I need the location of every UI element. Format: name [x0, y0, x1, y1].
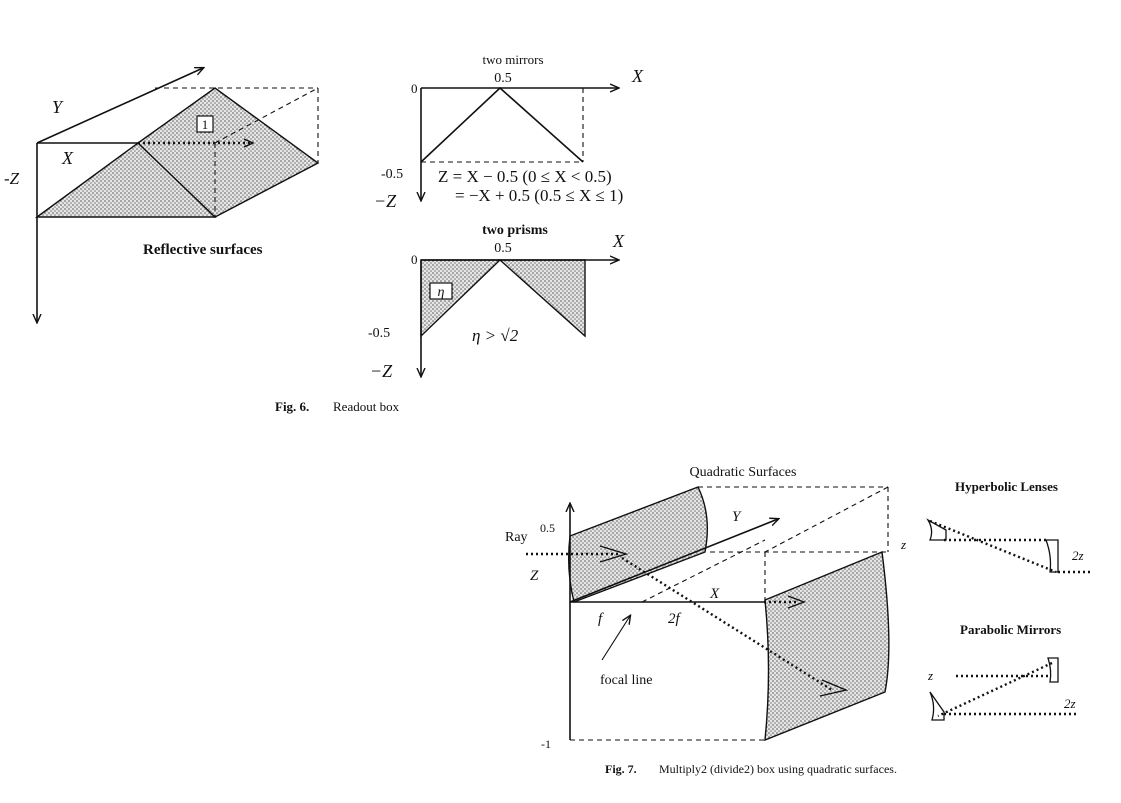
- parabolic-mirrors-diagram: Parabolic Mirrors z 2z: [927, 622, 1078, 721]
- fig7-caption-number: Fig. 7.: [605, 762, 637, 776]
- mirrors-equation-1: Z = X − 0.5 (0 ≤ X < 0.5): [438, 167, 612, 186]
- y-axis-label: Y: [52, 97, 64, 117]
- prism-label: η: [438, 285, 445, 300]
- mirrors-mid-tick: 0.5: [494, 71, 512, 86]
- fig7-y-label: Y: [732, 509, 742, 525]
- prisms-x-label: X: [612, 231, 625, 251]
- prisms-title: two prisms: [482, 223, 548, 238]
- parabolic-in-label: z: [927, 668, 933, 683]
- upper-mirror: [1047, 657, 1059, 683]
- mirrors-neg-z-label: −Z: [374, 191, 397, 211]
- lower-mirror: [929, 691, 945, 721]
- fig6-reflective-surface-diagram: 1 Y X -Z Reflective surfaces: [4, 68, 320, 322]
- prisms-origin: 0: [411, 252, 418, 267]
- small-lens: [926, 518, 947, 541]
- mirrors-equation-2: = −X + 0.5 (0.5 ≤ X ≤ 1): [455, 186, 623, 205]
- tick-bottom: -1: [541, 737, 551, 751]
- mirrors-title: two mirrors: [482, 52, 543, 67]
- fig7-z-label: Z: [530, 568, 539, 584]
- prisms-neg-tick: -0.5: [368, 326, 390, 341]
- prisms-neg-z-label: −Z: [370, 361, 393, 381]
- upper-quadratic-surface: [567, 486, 709, 603]
- fig7-right-z-label: z: [900, 537, 906, 552]
- tick-2f: 2f: [668, 611, 682, 627]
- fig6-two-mirrors-diagram: two mirrors 0.5 0 X -0.5 −Z Z = X − 0.5 …: [374, 52, 644, 211]
- box-label-frame: [196, 115, 214, 133]
- mirrors-x-label: X: [631, 66, 644, 86]
- prism-label-frame: [429, 282, 453, 300]
- fig6-caption-number: Fig. 6.: [275, 399, 309, 414]
- hyperbolic-lenses-diagram: Hyperbolic Lenses 2z: [926, 479, 1090, 574]
- focal-line-label: focal line: [600, 673, 652, 688]
- parabolic-title: Parabolic Mirrors: [960, 622, 1061, 637]
- box-label: 1: [202, 117, 209, 132]
- mirror-surfaces: [420, 86, 584, 163]
- parabolic-out-label: 2z: [1064, 696, 1076, 711]
- reflected-ray: [621, 556, 833, 692]
- y-axis: [36, 68, 203, 144]
- surface-caption: Reflective surfaces: [143, 242, 263, 258]
- x-axis-label: X: [61, 148, 74, 168]
- large-lens: [1045, 539, 1059, 573]
- fig6-caption-text: Readout box: [333, 399, 400, 414]
- prisms-condition: η > √2: [472, 326, 519, 345]
- fig7-caption-text: Multiply2 (divide2) box using quadratic …: [659, 762, 897, 776]
- neg-z-axis-label: -Z: [4, 169, 20, 188]
- prisms-mid-tick: 0.5: [494, 241, 512, 256]
- hyperbolic-out-label: 2z: [1072, 548, 1084, 563]
- fig7-quadratic-surfaces-diagram: Quadratic Surfaces Ray 0.5 Z Y X f 2f fo…: [505, 465, 906, 751]
- fig7-title: Quadratic Surfaces: [690, 465, 797, 480]
- hyperbolic-title: Hyperbolic Lenses: [955, 479, 1058, 494]
- fig6-two-prisms-diagram: two prisms 0.5 X 0 η -0.5 η > √2 −Z: [368, 223, 625, 381]
- focal-line-pointer: [601, 616, 630, 661]
- tick-top: 0.5: [540, 521, 555, 535]
- ray-label: Ray: [505, 530, 528, 545]
- tick-f: f: [598, 611, 604, 627]
- fig7-x-label: X: [709, 586, 720, 602]
- mirrors-neg-tick: -0.5: [381, 167, 403, 182]
- mirrors-origin: 0: [411, 81, 418, 96]
- fig7-y-axis: [569, 519, 778, 603]
- right-prism: [498, 259, 586, 338]
- lower-quadratic-surface: [764, 551, 890, 742]
